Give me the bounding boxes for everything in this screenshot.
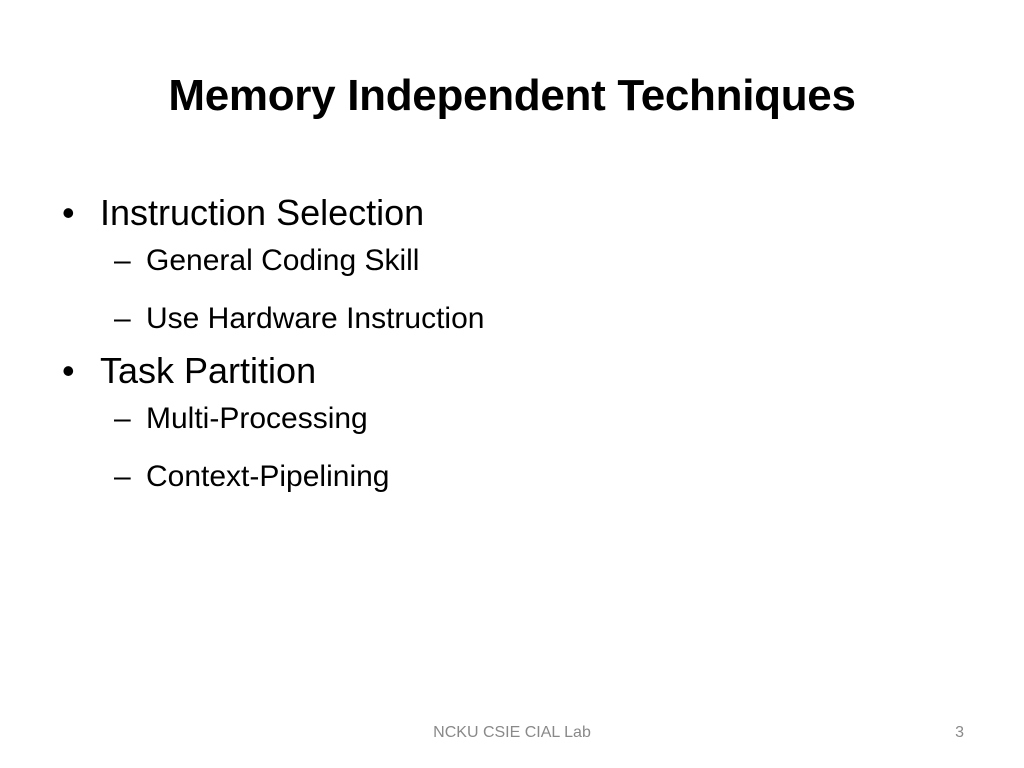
slide-title: Memory Independent Techniques	[168, 71, 856, 120]
sub-bullet-text: General Coding Skill	[146, 244, 420, 277]
bullet-marker: •	[62, 350, 75, 391]
slide-page-number: 3	[955, 724, 964, 741]
bullet-item: • Task Partition – Multi-Processing – Co…	[60, 346, 960, 496]
slide-content: • Instruction Selection – General Coding…	[60, 188, 960, 504]
sub-bullet-list: – Multi-Processing – Context-Pipelining	[114, 400, 960, 496]
dash-marker: –	[114, 402, 131, 435]
dash-marker: –	[114, 244, 131, 277]
sub-bullet-item: – Context-Pipelining	[114, 458, 960, 496]
dash-marker: –	[114, 302, 131, 335]
bullet-text: Task Partition	[100, 350, 317, 391]
sub-bullet-list: – General Coding Skill – Use Hardware In…	[114, 242, 960, 338]
bullet-marker: •	[62, 192, 75, 233]
bullet-text: Instruction Selection	[100, 192, 425, 233]
sub-bullet-text: Use Hardware Instruction	[146, 302, 485, 335]
sub-bullet-item: – Use Hardware Instruction	[114, 300, 960, 338]
sub-bullet-item: – General Coding Skill	[114, 242, 960, 280]
sub-bullet-item: – Multi-Processing	[114, 400, 960, 438]
slide-footer: NCKU CSIE CIAL Lab	[433, 724, 591, 741]
sub-bullet-text: Multi-Processing	[146, 402, 368, 435]
sub-bullet-text: Context-Pipelining	[146, 460, 390, 493]
bullet-item: • Instruction Selection – General Coding…	[60, 188, 960, 338]
dash-marker: –	[114, 460, 131, 493]
